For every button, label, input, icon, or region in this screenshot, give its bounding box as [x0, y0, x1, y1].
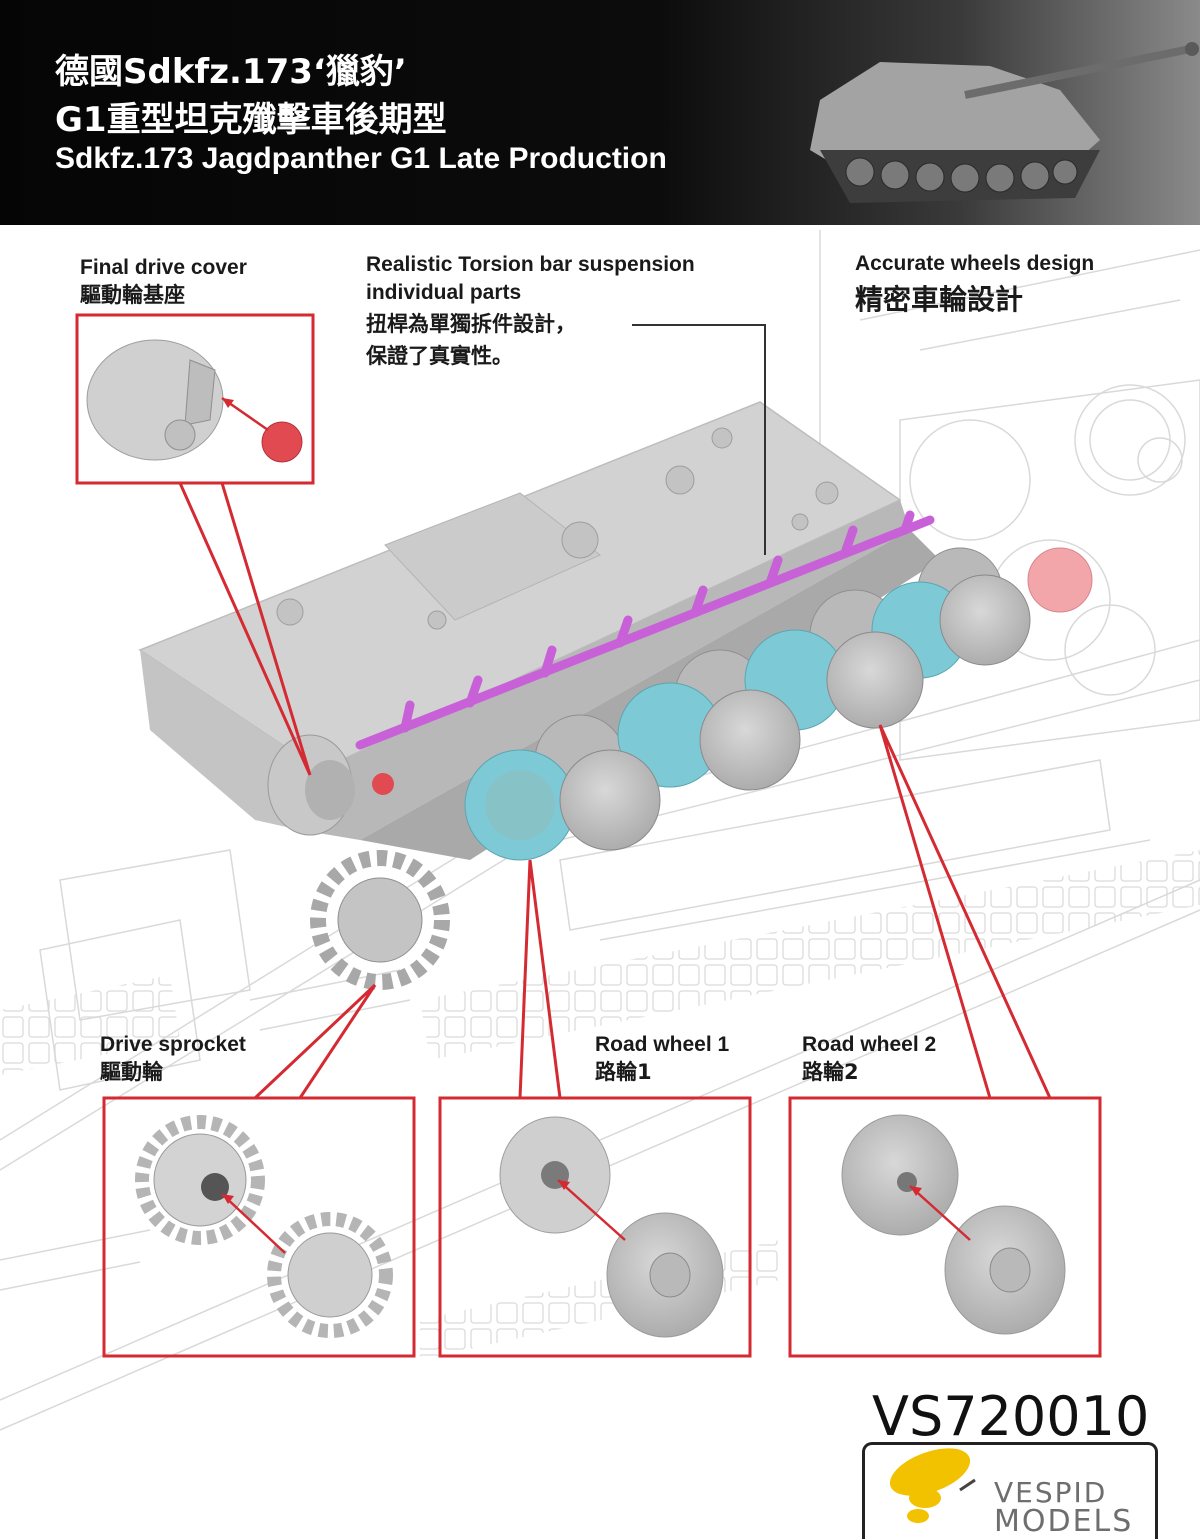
brand-line-1: VESPID: [994, 1476, 1108, 1509]
title-zh-2: G1重型坦克殲擊車後期型: [55, 100, 447, 140]
title-en: Sdkfz.173 Jagdpanther G1 Late Production: [55, 142, 667, 175]
header-tank: [810, 42, 1199, 203]
road-wheel-2-label-zh: 路輪2: [802, 1060, 859, 1084]
road-wheel-2-label-en: Road wheel 2: [802, 1033, 937, 1056]
road-wheel-2-detail: [841, 1114, 1066, 1335]
torsion-label-en-1: Realistic Torsion bar suspension: [366, 253, 695, 276]
callout-lines: [75, 313, 1102, 1358]
wheels-label-en: Accurate wheels design: [855, 252, 1095, 275]
brand-line-2: MODELS: [994, 1504, 1134, 1539]
road-wheels: [310, 547, 1093, 990]
final-drive-label-en: Final drive cover: [80, 256, 247, 279]
torsion-label-zh-2: 保證了真實性。: [366, 344, 513, 368]
torsion-bars: [355, 510, 935, 750]
road-wheel-1-label-en: Road wheel 1: [595, 1033, 730, 1056]
final-drive-detail: [86, 339, 303, 463]
torsion-label-zh-1: 扭桿為單獨拆件設計，: [366, 312, 576, 336]
road-wheel-1-detail: [499, 1116, 724, 1338]
torsion-leader: [632, 324, 766, 555]
sprocket-label-zh: 驅動輪: [100, 1060, 163, 1084]
final-drive-label-zh: 驅動輪基座: [80, 283, 185, 307]
sprocket-detail: [135, 1115, 393, 1338]
torsion-label-en-2: individual parts: [366, 281, 522, 304]
sprocket-label-en: Drive sprocket: [100, 1033, 246, 1056]
road-wheel-1-label-zh: 路輪1: [595, 1060, 652, 1084]
title-zh-1: 德國Sdkfz.173‘獵豹’: [55, 52, 407, 92]
product-code: VS720010: [872, 1385, 1150, 1448]
wheels-label-zh: 精密車輪設計: [855, 283, 1024, 316]
blueprint-lines: [0, 230, 1200, 1431]
